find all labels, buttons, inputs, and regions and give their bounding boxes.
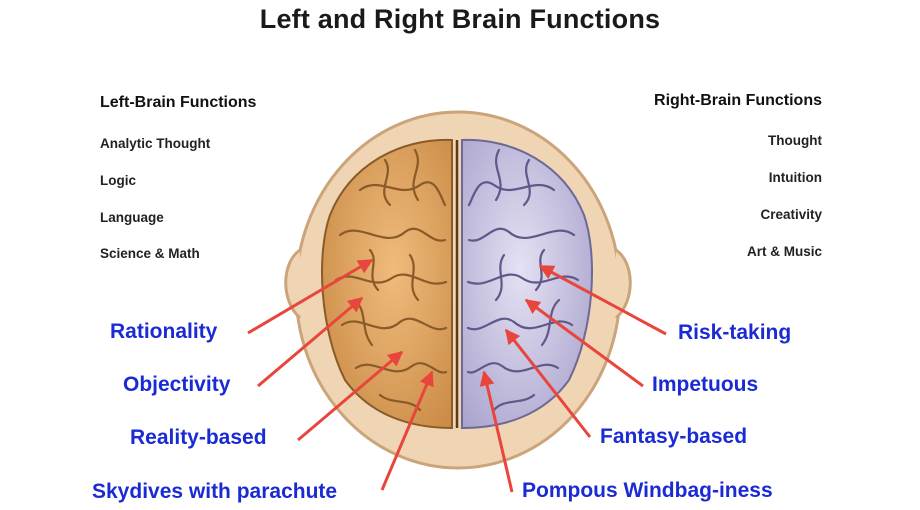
left-item-science: Science & Math [100, 246, 200, 261]
right-item-creativity: Creativity [760, 207, 822, 222]
arrow-rationality [247, 258, 374, 335]
left-item-logic: Logic [100, 173, 136, 188]
trait-skydives: Skydives with parachute [92, 480, 338, 503]
right-item-thought: Thought [768, 133, 822, 148]
right-arrows [479, 264, 667, 493]
right-item-art-music: Art & Music [746, 244, 822, 259]
left-item-analytic: Analytic Thought [100, 136, 211, 151]
page-title: Left and Right Brain Functions [259, 4, 661, 34]
arrow-reality-based [297, 350, 404, 442]
arrow-pompous [479, 370, 514, 493]
trait-risk-taking: Risk-taking [678, 321, 792, 344]
trait-fantasy-based: Fantasy-based [600, 425, 748, 448]
arrow-objectivity [257, 296, 364, 388]
trait-pompous: Pompous Windbag-iness [522, 479, 773, 502]
right-ear [614, 248, 632, 320]
left-hemisphere [321, 138, 453, 430]
left-brain-folds [334, 148, 448, 412]
right-item-intuition: Intuition [768, 170, 822, 185]
left-brain-heading: Left-Brain Functions [100, 94, 257, 111]
arrow-impetuous [524, 298, 644, 388]
arrow-fantasy-based [504, 328, 592, 438]
left-item-language: Language [100, 210, 164, 225]
trait-reality-based: Reality-based [130, 426, 267, 449]
trait-rationality: Rationality [110, 320, 218, 343]
trait-impetuous: Impetuous [652, 373, 759, 396]
arrow-skydives [380, 370, 434, 491]
arrow-risk-taking [538, 264, 667, 336]
right-brain-heading: Right-Brain Functions [654, 92, 822, 109]
trait-objectivity: Objectivity [123, 373, 231, 396]
left-ear [284, 248, 302, 320]
left-arrows [247, 258, 434, 491]
